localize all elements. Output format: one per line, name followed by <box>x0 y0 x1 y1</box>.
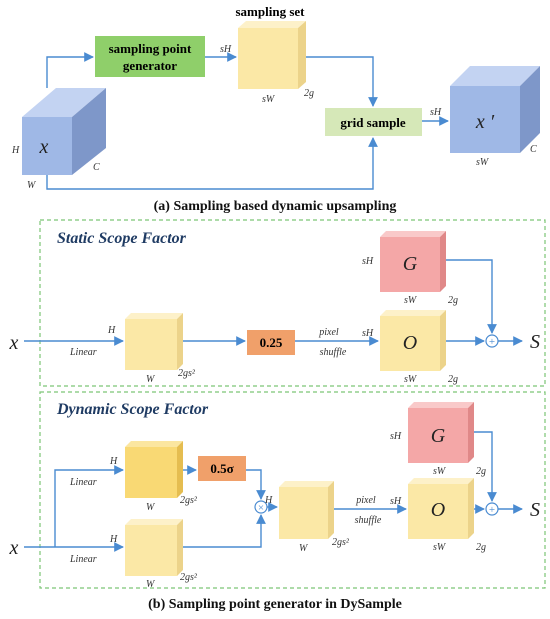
static-O-cube <box>380 310 446 371</box>
dynamic-H-bot: H <box>109 534 118 545</box>
dim-2g-set: 2g <box>304 88 314 99</box>
dynamic-sH-G: sH <box>390 431 402 442</box>
static-dashed-border <box>39 219 546 387</box>
dynamic-sH-O: sH <box>390 496 402 507</box>
output-cube-a <box>450 66 540 153</box>
dynamic-H-top: H <box>109 456 118 467</box>
dynamic-mid-cube <box>279 481 334 539</box>
dynamic-pixel-label: pixel <box>355 495 376 506</box>
grid-sample-box <box>325 108 422 136</box>
dynamic-scope-panel: Dynamic Scope Factor x Linear H W 2gs² L… <box>9 391 546 590</box>
static-pixel-label: pixel <box>318 327 339 338</box>
dynamic-ch-bot: 2gs² <box>180 572 198 583</box>
dynamic-sW-O: sW <box>433 542 447 553</box>
sampling-point-generator-box <box>95 36 205 77</box>
caption-a: (a) Sampling based dynamic upsampling <box>154 199 397 214</box>
dynamic-G-label: G <box>431 425 446 447</box>
dynamic-O-label: O <box>431 499 445 521</box>
dynamic-times-sign: × <box>258 502 264 514</box>
dynamic-output-S: S <box>530 499 540 521</box>
dynamic-W-top: W <box>146 502 156 513</box>
static-title: Static Scope Factor <box>57 230 187 247</box>
static-G-label: G <box>403 253 418 275</box>
static-sW-G: sW <box>404 295 418 306</box>
dynamic-2g-O: 2g <box>476 542 486 553</box>
sampling-point-generator-label-2: generator <box>123 58 177 73</box>
dim-H-a: H <box>11 145 20 156</box>
dynamic-factor-label: 0.5σ <box>210 461 233 476</box>
dynamic-W-mid: W <box>299 543 309 554</box>
static-O-label: O <box>403 332 417 354</box>
dynamic-title: Dynamic Scope Factor <box>56 401 209 418</box>
dynamic-2g-G: 2g <box>476 466 486 477</box>
static-shuffle-label: shuffle <box>320 347 347 358</box>
dim-W-a: W <box>27 180 37 191</box>
sampling-set-title: sampling set <box>236 4 306 19</box>
dim-sW-out: sW <box>476 157 490 168</box>
static-factor-label: 0.25 <box>260 335 283 350</box>
dim-sH-out: sH <box>430 107 442 118</box>
dim-sH-set: sH <box>220 44 232 55</box>
sampling-set-cube <box>238 21 306 89</box>
dim-C-a: C <box>93 162 100 173</box>
static-input-x: x <box>9 332 19 354</box>
dynamic-W-bot: W <box>146 579 156 590</box>
static-output-S: S <box>530 331 540 353</box>
input-x-a: x <box>39 136 49 158</box>
dynamic-factor-box <box>198 456 246 481</box>
dynamic-ch-top: 2gs² <box>180 495 198 506</box>
static-ch-label: 2gs² <box>178 368 196 379</box>
static-sW-O: sW <box>404 374 418 385</box>
static-G-cube <box>380 231 446 292</box>
dynamic-arrows <box>24 431 523 552</box>
dynamic-G-cube <box>408 402 474 463</box>
dim-sW-set: sW <box>262 94 276 105</box>
dynamic-ch-mid: 2gs² <box>332 537 350 548</box>
static-2g-O: 2g <box>448 374 458 385</box>
dynamic-linear-top-cube <box>125 441 183 498</box>
static-linear-label: Linear <box>69 347 97 358</box>
dim-C-out: C <box>530 144 537 155</box>
dynamic-shuffle-label: shuffle <box>355 515 382 526</box>
sampling-point-generator-label-1: sampling point <box>109 41 192 56</box>
input-cube-a <box>22 88 106 175</box>
static-factor-box <box>247 330 295 355</box>
static-H-label: H <box>107 325 116 336</box>
output-x-prime: x ′ <box>475 111 495 133</box>
dynamic-O-cube <box>408 478 474 539</box>
static-2g-G: 2g <box>448 295 458 306</box>
static-sH-G: sH <box>362 256 374 267</box>
part-a: sampling set x H W C sampling point gene… <box>11 4 540 214</box>
dynamic-dashed-border <box>39 391 546 589</box>
dynamic-plus-sign: + <box>489 504 495 516</box>
dynamic-linear-bot-label: Linear <box>69 554 97 565</box>
static-linear-cube <box>125 313 183 370</box>
static-plus-sign: + <box>489 336 495 348</box>
dynamic-H-mid: H <box>264 495 273 506</box>
dynamic-input-x: x <box>9 537 19 559</box>
static-W-label: W <box>146 374 156 385</box>
static-sH-O: sH <box>362 328 374 339</box>
dynamic-linear-top-label: Linear <box>69 477 97 488</box>
dynamic-sW-G: sW <box>433 466 447 477</box>
grid-sample-label: grid sample <box>340 115 406 130</box>
static-scope-panel: Static Scope Factor x Linear H W 2gs² 0.… <box>9 219 546 387</box>
static-arrows <box>24 259 523 346</box>
arrows-a <box>46 52 449 190</box>
dynamic-linear-bot-cube <box>125 519 183 576</box>
caption-b: (b) Sampling point generator in DySample <box>148 597 402 612</box>
